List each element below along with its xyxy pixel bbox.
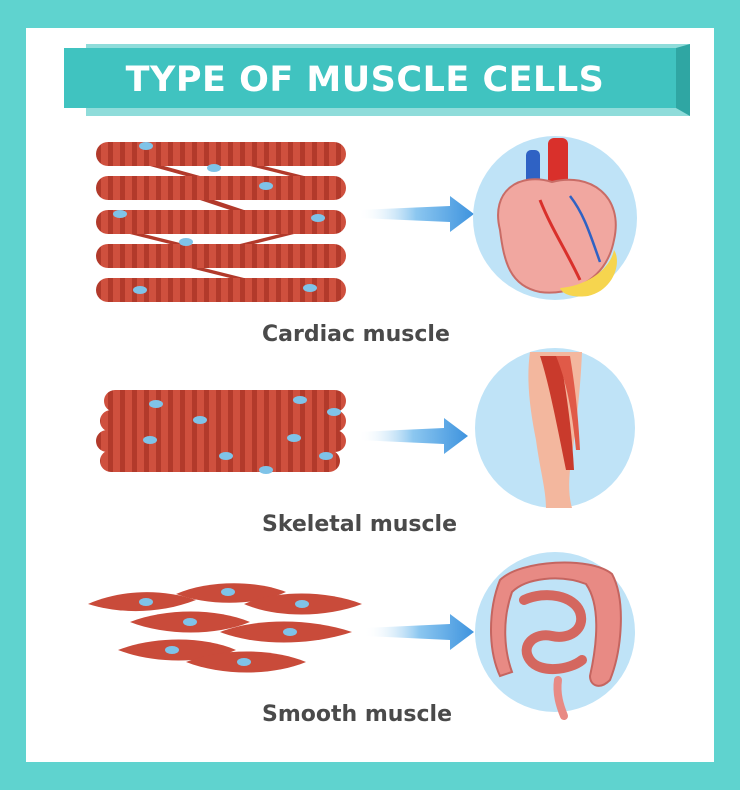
nucleus xyxy=(293,396,307,404)
nucleus xyxy=(319,452,333,460)
nucleus xyxy=(179,238,193,246)
cardiac-muscle-cells xyxy=(96,142,346,302)
large-intestine xyxy=(490,561,622,687)
coronary-artery xyxy=(538,199,582,281)
cardiac-branch xyxy=(240,234,294,244)
page-title: TYPE OF MUSCLE CELLS xyxy=(125,60,605,100)
smooth-muscle-cells xyxy=(88,583,362,673)
nucleus xyxy=(149,400,163,408)
intestine-illustration xyxy=(475,552,635,720)
arrow-icon xyxy=(358,196,474,232)
nucleus xyxy=(207,164,221,172)
nucleus xyxy=(311,214,325,222)
skeletal-muscle-cells xyxy=(96,390,346,474)
cardiac-branch xyxy=(250,166,304,176)
rectum xyxy=(553,676,568,720)
nucleus xyxy=(259,466,273,474)
heart-illustration xyxy=(473,136,637,300)
skeletal-fiber xyxy=(100,410,346,432)
nucleus xyxy=(219,452,233,460)
nucleus xyxy=(295,600,309,608)
cardiac-fiber xyxy=(96,244,346,268)
banner-ribbon-front xyxy=(64,48,676,108)
arrow-icon xyxy=(358,418,468,454)
nucleus xyxy=(143,436,157,444)
leg-illustration xyxy=(475,348,635,508)
nucleus xyxy=(165,646,179,654)
skeletal-fiber xyxy=(100,450,340,472)
nucleus xyxy=(303,284,317,292)
leg-muscle xyxy=(556,356,580,450)
cardiac-branch xyxy=(130,234,184,244)
nucleus xyxy=(113,210,127,218)
nucleus xyxy=(183,618,197,626)
leg-muscle xyxy=(540,356,574,470)
cardiac-branch xyxy=(190,268,244,278)
cardiac-fiber xyxy=(96,278,346,302)
title-banner xyxy=(64,44,690,116)
nucleus xyxy=(327,408,341,416)
nucleus xyxy=(287,434,301,442)
nucleus xyxy=(133,286,147,294)
cardiac-fiber xyxy=(96,142,346,166)
nucleus xyxy=(139,142,153,150)
skeletal-fiber xyxy=(104,390,346,412)
nucleus xyxy=(139,598,153,606)
skeletal-fiber xyxy=(96,430,346,452)
nucleus xyxy=(259,182,273,190)
label-smooth-muscle: Smooth muscle xyxy=(262,702,453,727)
label-cardiac-muscle: Cardiac muscle xyxy=(262,322,450,347)
arrow-icon xyxy=(364,614,474,650)
cardiac-fiber xyxy=(96,176,346,200)
nucleus xyxy=(237,658,251,666)
aorta xyxy=(548,138,568,190)
coronary-vein xyxy=(569,195,602,263)
nucleus xyxy=(283,628,297,636)
small-intestine xyxy=(519,590,587,674)
banner-fold xyxy=(676,44,690,116)
cardiac-fiber xyxy=(96,210,346,234)
nucleus xyxy=(221,588,235,596)
label-skeletal-muscle: Skeletal muscle xyxy=(262,512,458,537)
cardiac-branch xyxy=(200,200,244,210)
cardiac-branch xyxy=(150,166,200,176)
heart-fat xyxy=(560,250,617,297)
nucleus xyxy=(193,416,207,424)
